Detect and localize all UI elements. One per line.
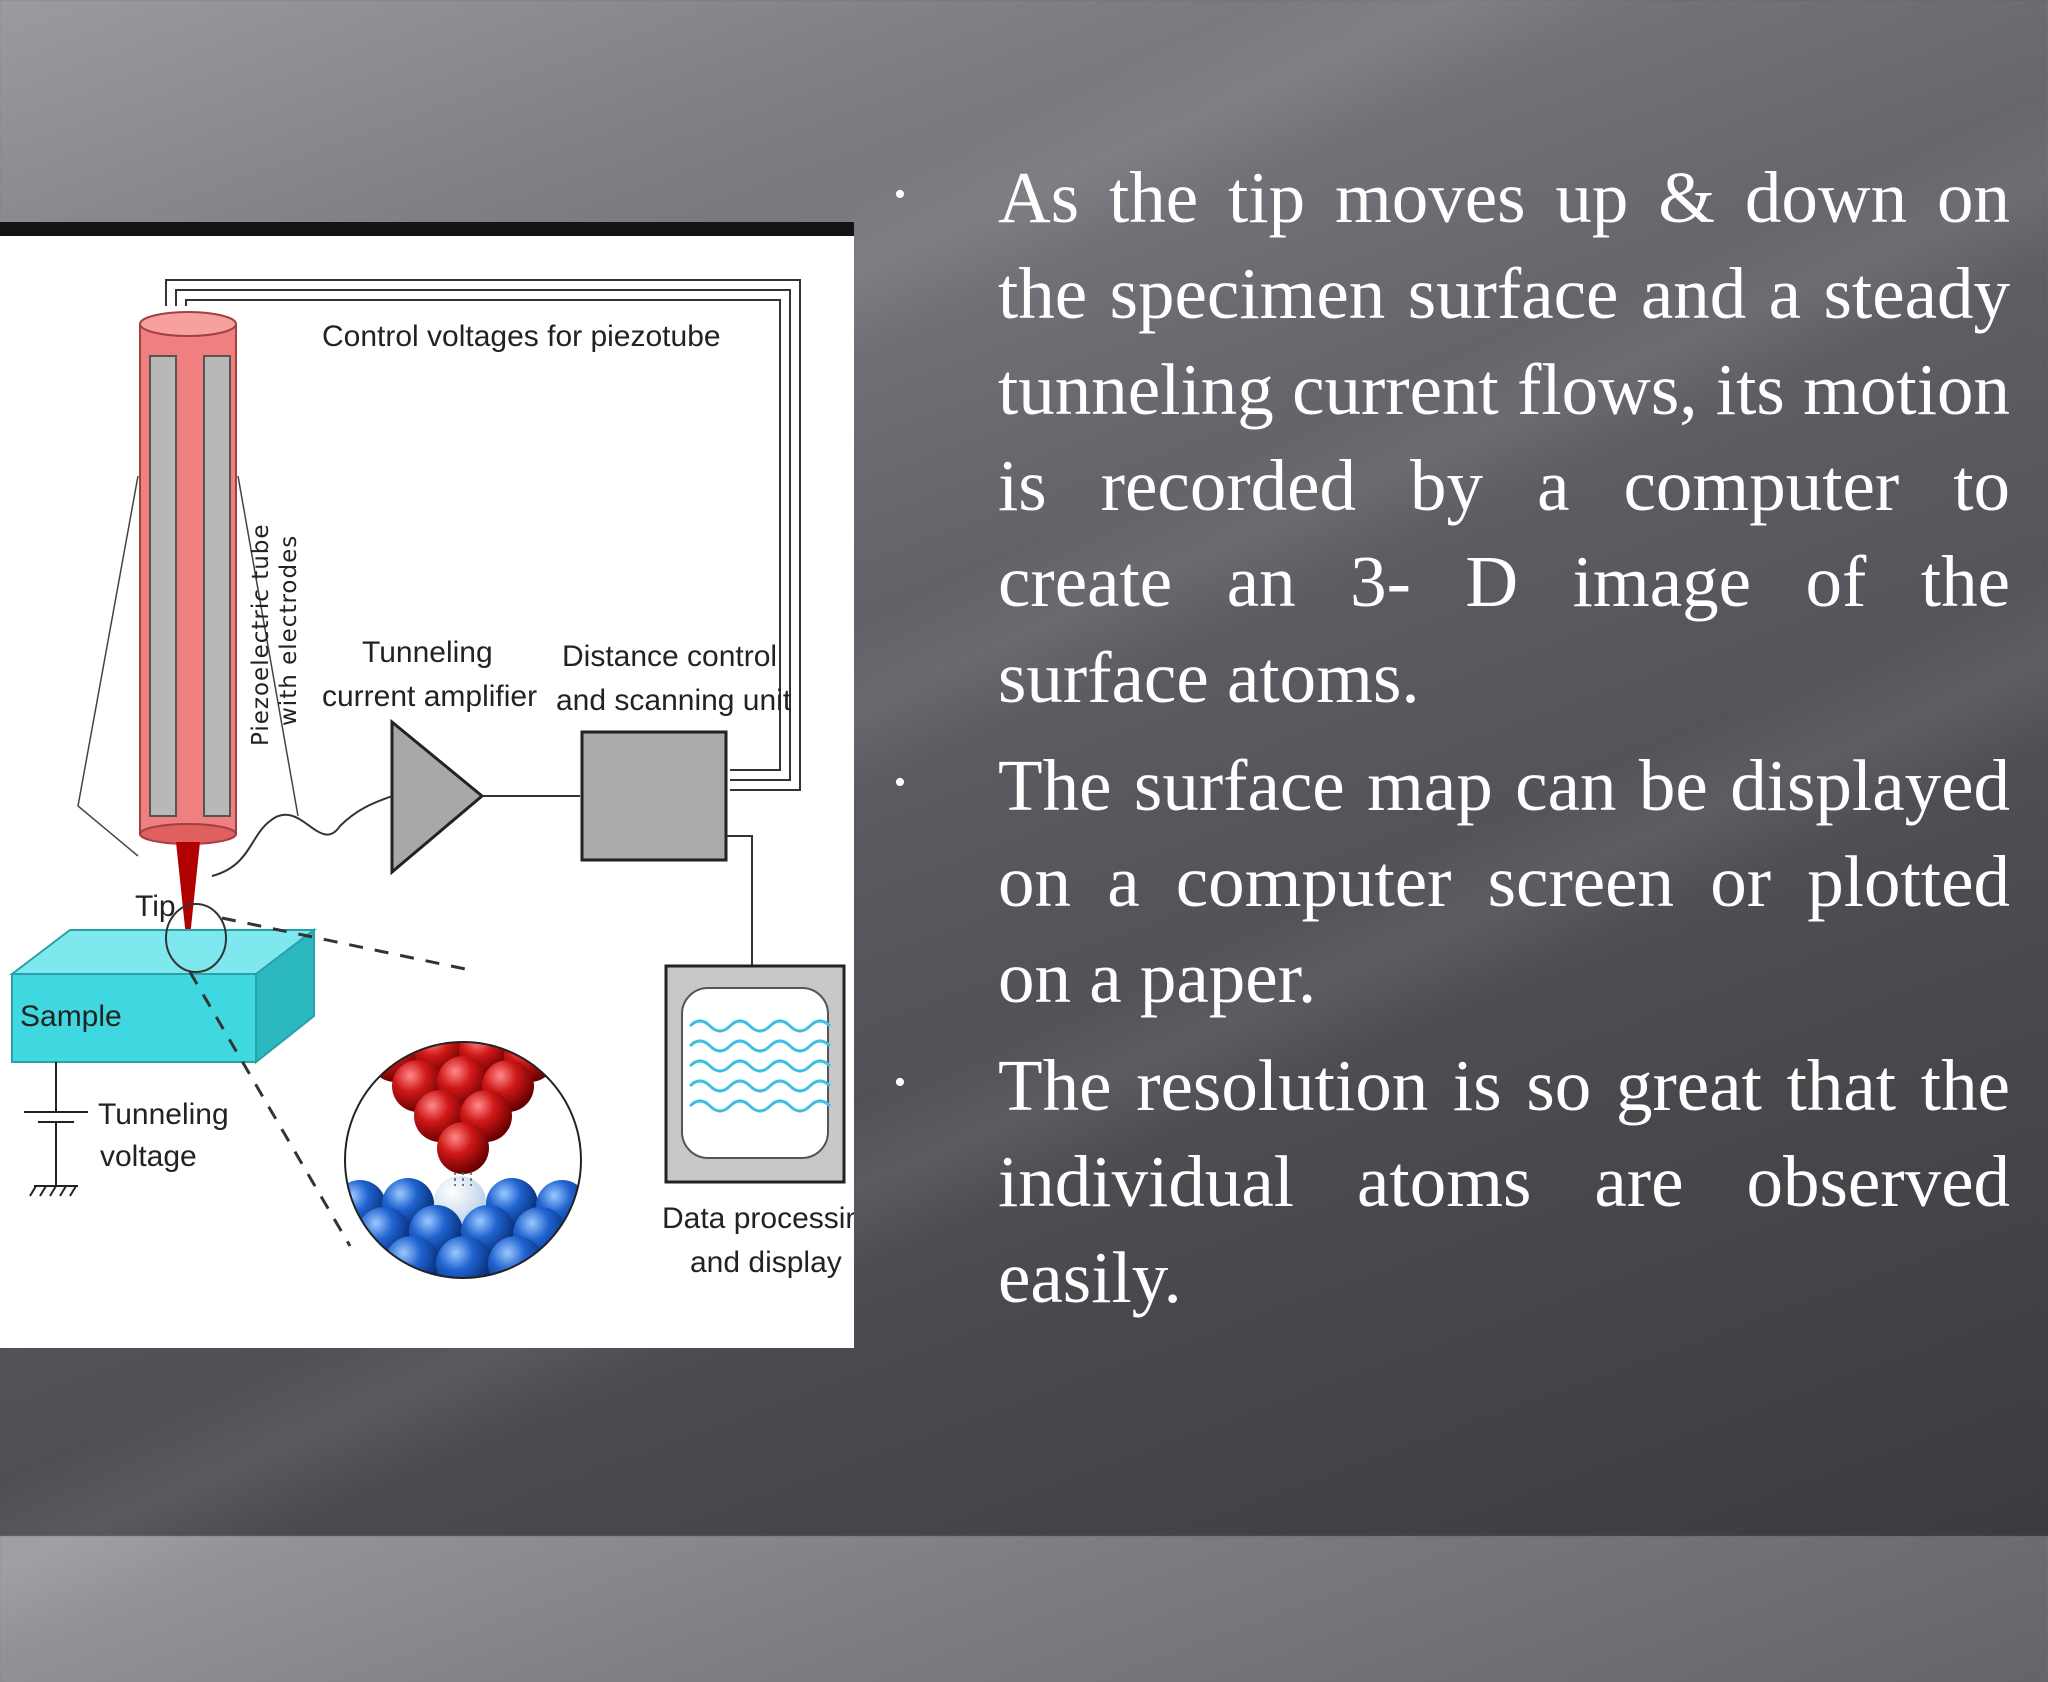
bullet-dot: • bbox=[894, 764, 906, 801]
display-label-1: Data processing bbox=[662, 1202, 854, 1235]
tip bbox=[176, 842, 200, 956]
amplifier-wire-in bbox=[211, 795, 393, 877]
amplifier-label-2: current amplifier bbox=[322, 680, 537, 713]
piezo-tube-label-1: Piezoelectric tube bbox=[248, 523, 274, 746]
bullet-text: As the tip moves up & down on the specim… bbox=[998, 157, 2010, 718]
sample-block bbox=[9, 927, 317, 1065]
atom-magnification bbox=[345, 1042, 581, 1278]
distance-control-label-1: Distance control bbox=[562, 640, 777, 673]
bullet-item: • The surface map can be displayed on a … bbox=[894, 738, 2010, 1026]
tube-outline-lines bbox=[77, 475, 299, 857]
control-voltages-label: Control voltages for piezotube bbox=[322, 320, 721, 353]
voltage-source bbox=[24, 1062, 88, 1197]
zoom-lines bbox=[188, 916, 471, 1247]
display-monitor bbox=[664, 964, 846, 1184]
bullet-list: • As the tip moves up & down on the spec… bbox=[894, 150, 2010, 1326]
display-label-2: and display bbox=[690, 1246, 842, 1279]
bullet-dot: • bbox=[894, 176, 906, 213]
distance-control-box bbox=[580, 730, 728, 862]
zoom-marker bbox=[165, 903, 227, 973]
distance-control-label-2: and scanning unit bbox=[556, 684, 792, 717]
piezoelectric-tube bbox=[139, 311, 237, 845]
stm-diagram-svg: Tip Control voltages for piezotube Piezo… bbox=[9, 279, 854, 1279]
control-wires bbox=[165, 279, 801, 791]
bullet-item: • As the tip moves up & down on the spec… bbox=[894, 150, 2010, 726]
voltage-label-1: Tunneling bbox=[98, 1098, 229, 1131]
bullet-text: The resolution is so great that the indi… bbox=[998, 1045, 2010, 1318]
voltage-label-2: voltage bbox=[100, 1140, 197, 1173]
piezo-tube-label-2: with electrodes bbox=[276, 535, 302, 726]
sample-label: Sample bbox=[20, 1000, 122, 1033]
bullet-item: • The resolution is so great that the in… bbox=[894, 1038, 2010, 1326]
tip-label: Tip bbox=[135, 890, 176, 923]
bullet-dot: • bbox=[894, 1064, 906, 1101]
amplifier-label-1: Tunneling bbox=[362, 636, 493, 669]
amplifier-triangle bbox=[390, 718, 485, 876]
bullet-text: The surface map can be displayed on a co… bbox=[998, 745, 2010, 1018]
stm-diagram: Tip Control voltages for piezotube Piezo… bbox=[0, 222, 854, 1348]
